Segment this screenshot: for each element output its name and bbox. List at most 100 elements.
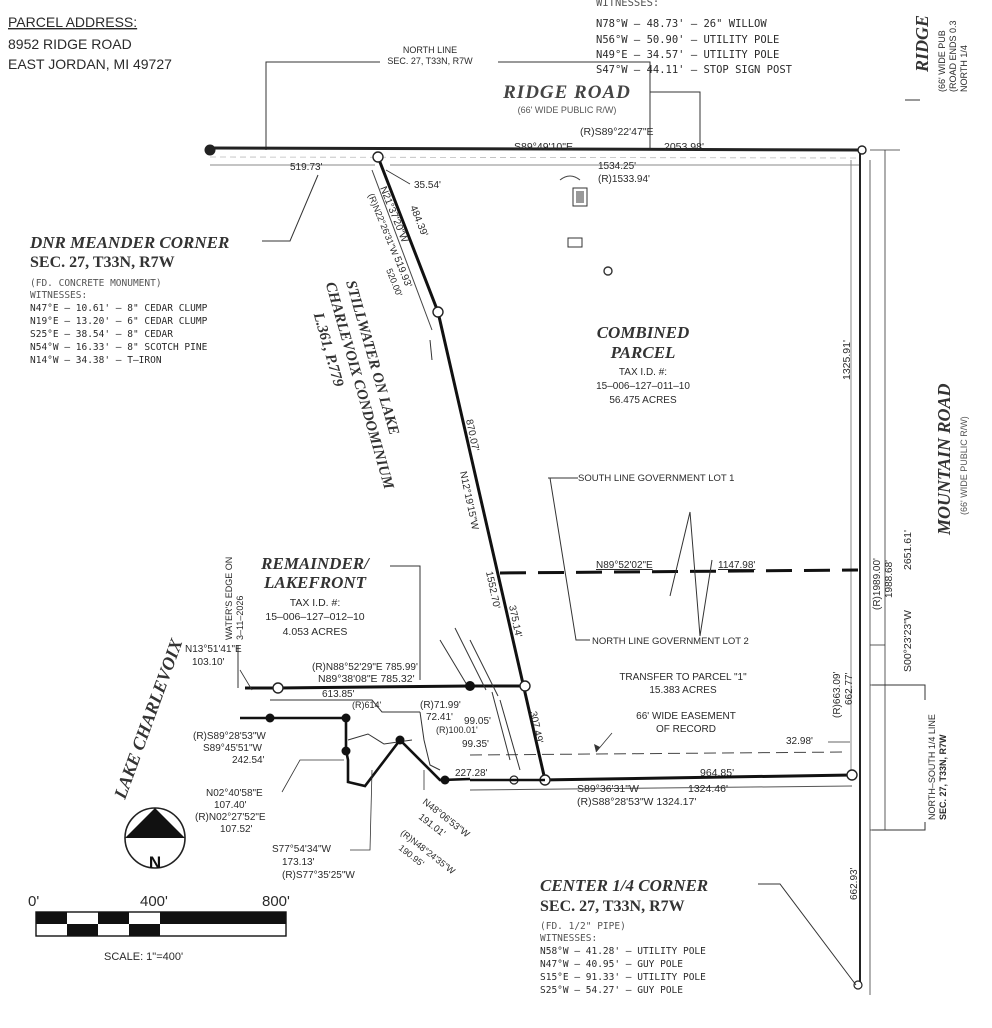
rem-s77-rec: (R)S77°35'25"W [282, 870, 355, 881]
mountain-road-label: MOUNTAIN ROAD [934, 383, 954, 536]
condo-label: STILLWATER ON LAKE CHARLEVOIX CONDOMINIU… [309, 279, 401, 492]
center-witness-2: N47°W – 40.95' – GUY POLE [540, 959, 683, 970]
mountain-road-sub: (66' WIDE PUBLIC R/W) [959, 416, 969, 515]
hatch-2 [454, 627, 487, 691]
combined-id: 15–006–127–011–10 [596, 381, 690, 392]
easement-arrow [594, 744, 600, 752]
monument-angle [432, 306, 444, 318]
top-witness-1: N78°W – 48.73' – 26" WILLOW [596, 18, 767, 30]
waters-edge-line1: WATER'S EDGE ON [224, 557, 234, 640]
west-dist-5: 307.49' [527, 710, 545, 744]
east-total: 1988.68' [884, 560, 895, 598]
west-d5: 307.49' [527, 710, 545, 744]
east-total-text: 1988.68' [884, 560, 895, 598]
scale-seg-3 [98, 912, 129, 924]
scale-label-400: 400' [140, 893, 168, 910]
top-witness-3: N49°E – 34.57' – UTILITY POLE [596, 49, 779, 61]
parcel-address-line2: EAST JORDAN, MI 49727 [8, 56, 172, 72]
east-sec-dist-text: 2651.61' [902, 530, 914, 570]
scale-bar: 0' 400' 800' SCALE: 1"=400' [28, 893, 290, 963]
center-witness-3: S15°E – 91.33' – UTILITY POLE [540, 972, 706, 983]
scale-note: SCALE: 1"=400' [104, 951, 183, 963]
rem-n02-dist: 107.40' [214, 800, 247, 811]
dnr-found: (FD. CONCRETE MONUMENT) [30, 278, 162, 289]
top-witness-4: S47°W – 44.11' – STOP SIGN POST [596, 64, 793, 76]
rem-n02-rec-dist: 107.52' [220, 824, 253, 835]
east-upper: 1325.91' [841, 340, 853, 380]
monument-meander [204, 144, 216, 156]
remainder-label: REMAINDER/ LAKEFRONT TAX I.D. #: 15–006–… [260, 554, 371, 638]
mountain-road-name: MOUNTAIN ROAD [934, 383, 954, 536]
remainder-id: 15–006–127–012–10 [265, 611, 364, 623]
rem-n02-leader [281, 759, 344, 793]
center-leader [758, 883, 857, 986]
ns-leader-top [872, 684, 926, 700]
ns-quarter-line: NORTH–SOUTH 1/4 LINE SEC. 27, T33N, R7W [927, 714, 948, 820]
dim-1534-25: 1534.25' [598, 161, 636, 172]
remainder-title2: LAKEFRONT [263, 573, 367, 592]
east-sec-dist: 2651.61' [902, 530, 914, 570]
house-fill [576, 191, 584, 203]
rem-west-dist: 103.10' [192, 657, 225, 668]
hatch-3 [469, 639, 499, 697]
center-sec: SEC. 27, T33N, R7W [540, 898, 685, 915]
monument-center-quarter [846, 769, 858, 781]
gov-lot-north: NORTH LINE GOVERNMENT LOT 2 [592, 636, 749, 647]
hatch-1 [439, 639, 471, 691]
combined-tax: TAX I.D. #: [619, 367, 667, 378]
dnr-leader [262, 174, 319, 242]
ridge-corner-sub1: (66' WIDE PUB [937, 30, 947, 92]
monument-northeast [857, 145, 867, 155]
monument-bottom [853, 980, 863, 990]
remainder-inner-line-3 [419, 711, 441, 771]
remainder-title1: REMAINDER/ [260, 554, 371, 573]
ridge-road-label: RIDGE ROAD [502, 82, 631, 103]
east-rec-low-text: (R)663.09' [832, 672, 843, 718]
north-arrow-icon [125, 808, 185, 838]
rem-west-leader [239, 669, 253, 691]
hatch-4 [491, 691, 511, 761]
north-arrow-letter: N [149, 853, 161, 872]
rem-d227: 227.28' [455, 768, 488, 779]
center-witness-1: N58°W – 41.28' – UTILITY POLE [540, 946, 706, 957]
rem-s77-bearing: S77°54'34"W [272, 844, 331, 855]
easement-leader [595, 732, 613, 753]
dnr-title: DNR MEANDER CORNER [29, 233, 229, 252]
west-tick [429, 339, 433, 361]
monument-remainder-w [265, 713, 275, 723]
combined-parcel-label: COMBINED PARCEL TAX I.D. #: 15–006–127–0… [596, 323, 690, 406]
gov-lot-bearing: N89°52'02"E [596, 560, 653, 571]
rem-n02-bearing: N02°40'58"E [206, 788, 263, 799]
scale-seg-1 [36, 912, 67, 924]
rem-west-bearing: N13°51'41"E [185, 644, 242, 655]
ridge-corner-sub2: (ROAD ENDS 0.3 [948, 20, 958, 92]
remainder-leader [390, 565, 421, 680]
rem-north: N89°38'08"E 785.32' [318, 673, 415, 685]
remainder-acres: 4.053 ACRES [283, 626, 348, 638]
transfer-line1: TRANSFER TO PARCEL "1" [619, 672, 747, 683]
dim-rec-bearing-top: (R)S89°22'47"E [580, 126, 654, 138]
east-upper-dim: 1325.91' [841, 340, 853, 380]
dim-964-85: 964.85' [700, 767, 734, 779]
east-below: 662.93' [849, 867, 860, 900]
monument-remainder-s1 [395, 735, 405, 745]
rem-inner-rec: (R)614' [352, 700, 382, 710]
rem-c1: (R)71.99' [420, 700, 461, 711]
rem-s-rec: (R)S89°28'53"W [193, 731, 266, 742]
east-low: 662.77' [844, 672, 855, 705]
remainder-north-line [245, 684, 525, 690]
south-dist: 1324.46' [688, 783, 728, 795]
dnr-sec: SEC. 27, T33N, R7W [30, 254, 175, 271]
combined-title1: COMBINED [597, 323, 690, 342]
ridge-corner-sub3: NORTH 1/4 [959, 45, 969, 92]
rem-c2: 72.41' [426, 712, 453, 723]
south-section-line [469, 785, 853, 791]
shed-icon [567, 237, 583, 248]
dim-bearing-top: S89°49'10"E [514, 141, 573, 153]
combined-acres: 56.475 ACRES [609, 395, 677, 406]
monument-remainder-ne [519, 680, 531, 692]
north-line-text1: NORTH LINE [403, 45, 457, 55]
center-title: CENTER 1/4 CORNER [540, 876, 708, 895]
east-rec-low: (R)663.09' [832, 672, 843, 718]
